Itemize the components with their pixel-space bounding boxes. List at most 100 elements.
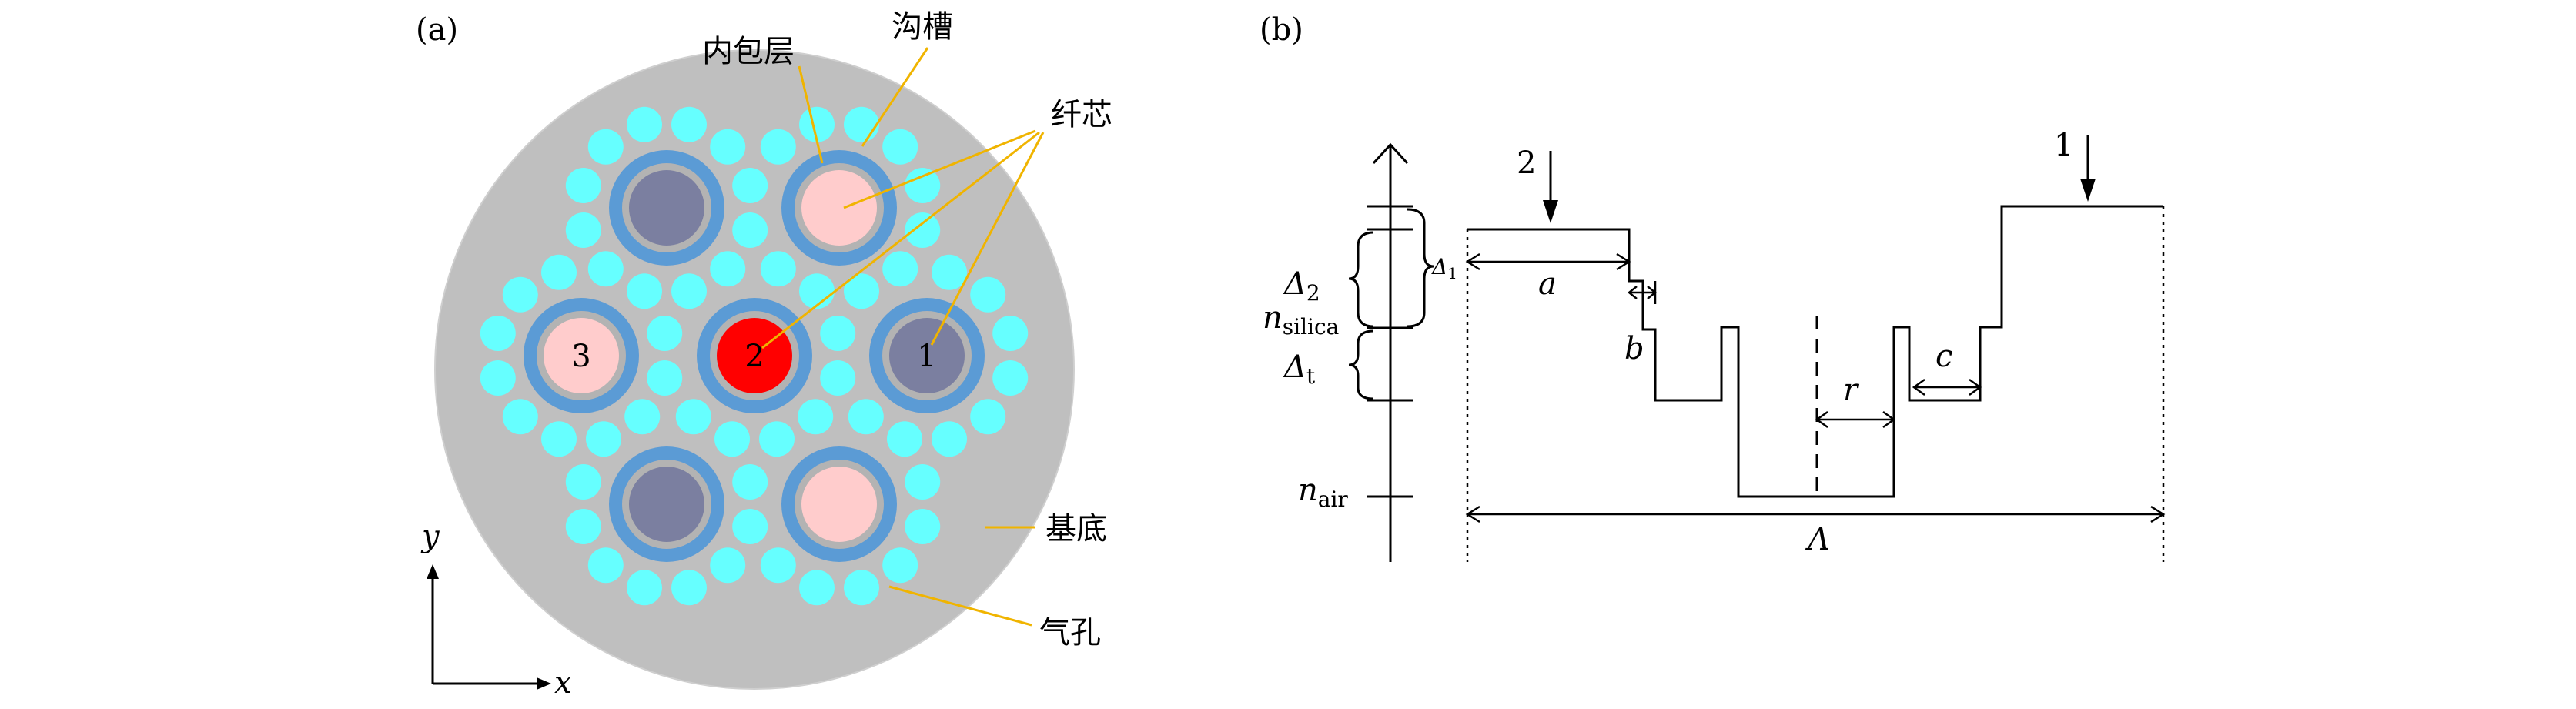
air-hole (480, 360, 516, 396)
core (801, 170, 877, 246)
air-hole (905, 464, 941, 500)
x-axis-label: x (554, 665, 572, 701)
air-hole (671, 106, 707, 142)
air-hole (647, 316, 683, 351)
core-upper-right (781, 150, 897, 266)
air-hole (844, 570, 879, 606)
leader-core-upper (843, 129, 1036, 209)
panel-a-label: (a) (416, 12, 458, 48)
air-hole (710, 547, 746, 584)
air-hole (882, 129, 918, 165)
air-hole (760, 129, 796, 165)
air-hole (798, 399, 834, 435)
dim-c-head-right (1969, 378, 1982, 396)
brace-delta2 (1348, 231, 1374, 328)
dim-lambda-head-right (2150, 505, 2166, 523)
air-hole (480, 316, 516, 351)
arrow-1 (2080, 135, 2096, 202)
core-number-2: 2 (744, 339, 764, 374)
label-core: 纤芯 (1051, 97, 1112, 132)
air-hole (710, 129, 746, 165)
air-hole (848, 399, 884, 435)
label-substrate: 基底 (1045, 511, 1107, 547)
air-hole (627, 273, 662, 309)
air-hole (565, 509, 601, 544)
label-n-silica: nsilica (1263, 300, 1339, 339)
air-hole (844, 273, 879, 309)
label-inner-cladding: 内包层 (702, 34, 795, 69)
label-delta2: Δ2 (1283, 266, 1320, 306)
air-hole (627, 106, 662, 142)
arrow-2-head (1543, 200, 1558, 223)
air-hole (970, 399, 1006, 435)
air-hole (905, 168, 941, 203)
y-axis-label: y (420, 519, 440, 554)
air-hole (565, 168, 601, 203)
index-axis-arrowhead (1372, 142, 1409, 165)
air-hole (820, 316, 856, 351)
air-hole (905, 509, 941, 544)
air-hole (671, 273, 707, 309)
air-hole (759, 421, 795, 457)
air-hole (887, 421, 922, 457)
index-axis (1348, 142, 1434, 562)
air-hole (502, 276, 538, 313)
air-holes (480, 106, 1029, 606)
core (889, 318, 965, 393)
boundary-lines (1466, 206, 2165, 562)
core (544, 318, 619, 393)
xy-axes (427, 564, 551, 690)
air-hole (799, 106, 835, 142)
x-axis-arrowhead (537, 677, 551, 690)
dimension-lines (1465, 252, 2166, 523)
leader-lines (761, 47, 1045, 627)
dim-a-head-right (1616, 252, 1631, 271)
core (717, 318, 792, 393)
core-number-3: 3 (571, 339, 590, 374)
air-hole (760, 251, 796, 287)
dim-b-head-left (1627, 286, 1638, 299)
dim-lambda-head-left (1465, 505, 1480, 523)
air-hole (586, 421, 621, 457)
leader-inner-cladding (798, 65, 824, 164)
leader-core-2 (761, 131, 1040, 349)
air-hole (624, 399, 661, 435)
dim-lambda-label: Λ (1805, 522, 1830, 557)
dim-c-head-left (1912, 378, 1925, 396)
leader-trench (861, 47, 929, 147)
air-hole (992, 360, 1029, 396)
leader-air-hole (888, 585, 1032, 627)
label-delta-t: Δt (1283, 349, 1316, 389)
core (629, 467, 704, 542)
air-hole (627, 570, 662, 606)
air-hole (587, 129, 624, 165)
core-3: 3 (524, 298, 639, 413)
air-hole (541, 421, 577, 457)
air-hole (565, 212, 601, 248)
air-hole (587, 251, 624, 287)
brace-delta-t (1348, 329, 1374, 400)
air-hole (541, 254, 577, 290)
air-hole (970, 276, 1006, 313)
label-delta1: Δ1 (1431, 254, 1457, 283)
air-hole (732, 212, 768, 248)
air-hole (647, 360, 683, 396)
air-hole (732, 509, 768, 544)
dim-a-head-left (1465, 252, 1480, 271)
arrow-1-label: 1 (2054, 128, 2073, 163)
dim-b-label: b (1624, 331, 1644, 366)
arrow-2-label: 2 (1517, 145, 1536, 181)
panel-b-label: (b) (1260, 12, 1303, 48)
core-upper-left (609, 150, 724, 266)
air-hole (675, 399, 711, 435)
air-hole (799, 273, 835, 309)
air-hole (732, 168, 768, 203)
arrow-1-head (2080, 179, 2096, 202)
air-hole (671, 570, 707, 606)
dim-c-label: c (1935, 339, 1952, 374)
core-1: 1 (869, 298, 985, 413)
brace-delta1 (1407, 208, 1434, 328)
y-axis-arrowhead (427, 564, 439, 579)
leader-core-1 (930, 132, 1045, 346)
